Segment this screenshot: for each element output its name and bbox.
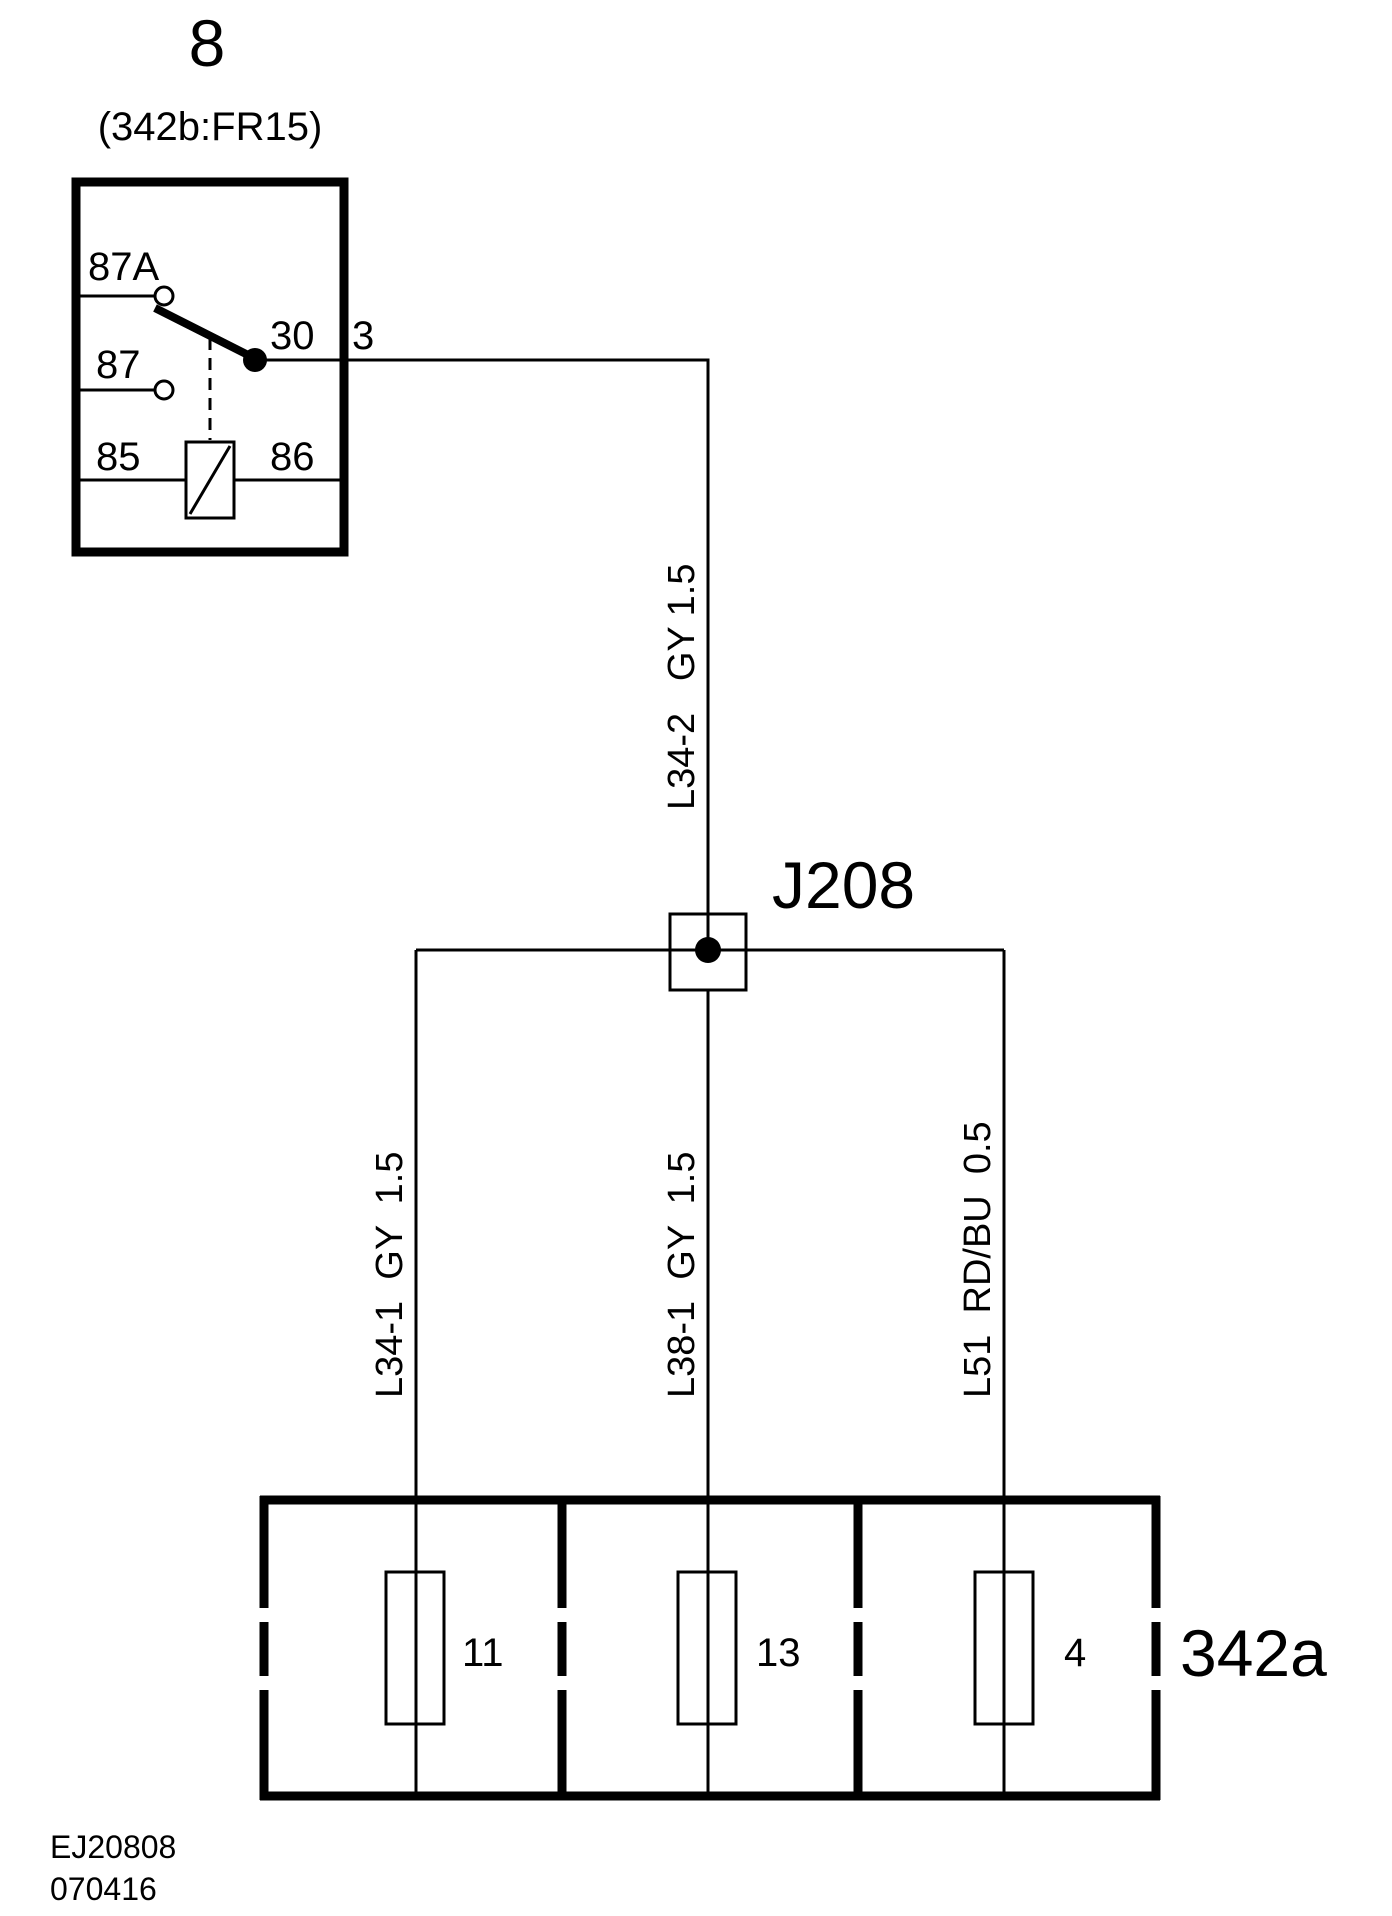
relay-location: (342b:FR15) [98,105,323,149]
pin-3-label: 3 [352,314,374,358]
wire-top [344,358,710,940]
pin-87-label: 87 [96,343,141,387]
pin-86-label: 86 [270,435,315,479]
splice-name: J208 [772,848,915,922]
pin-30-label: 30 [270,314,315,358]
relay-number: 8 [189,6,226,80]
pin-87a-label: 87A [88,245,159,289]
wire-left-label: L34-1 GY 1.5 [369,1152,411,1398]
diagram-code: EJ20808 [50,1829,176,1865]
fuse-box [259,1495,1161,1801]
wire-middle-label: L38-1 GY 1.5 [661,1152,703,1398]
relay-box [71,177,349,557]
wire-top-label: L34-2 GY 1.5 [661,564,703,810]
fuse-13-label: 13 [756,1631,801,1675]
pin-85-label: 85 [96,435,141,479]
fuse-11-label: 11 [462,1631,504,1675]
fuse-4-label: 4 [1064,1631,1086,1675]
diagram-date: 070416 [50,1871,157,1907]
fuse-box-name: 342a [1180,1616,1327,1690]
wire-right-label: L51 RD/BU 0.5 [957,1121,999,1398]
